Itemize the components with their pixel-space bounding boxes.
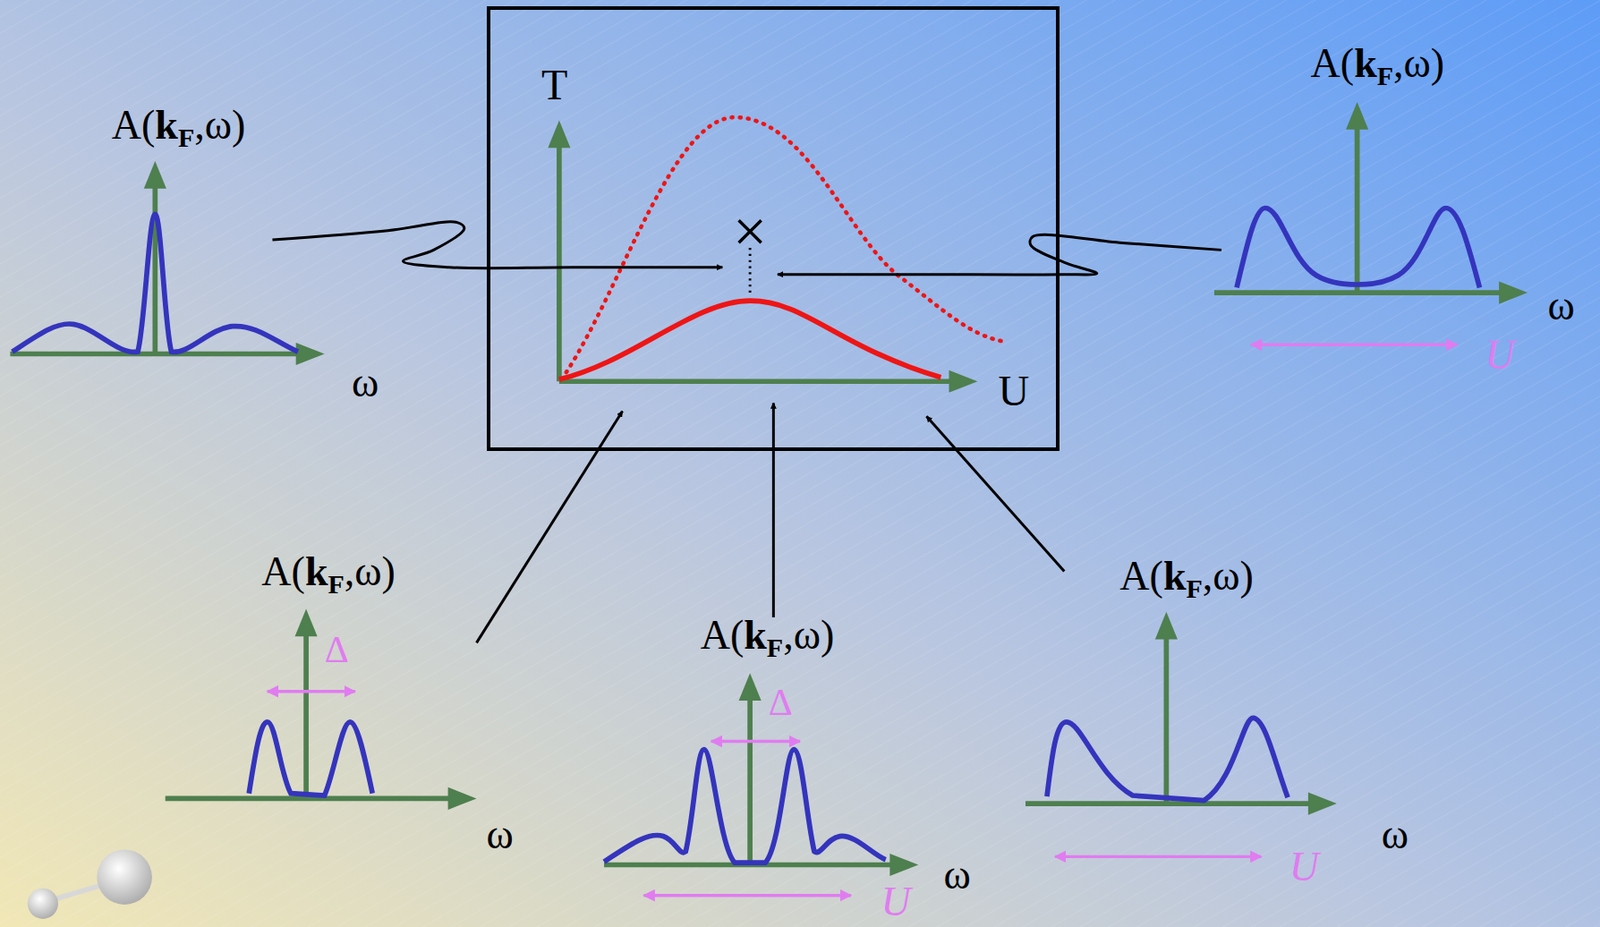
dotted-drop: [748, 247, 752, 294]
interaction-label: U: [1485, 334, 1515, 376]
dotted-curve: [566, 117, 1005, 373]
axis-label: ω: [1548, 285, 1575, 327]
spectral-plot: [9, 161, 324, 366]
gap-label: Δ: [324, 630, 349, 669]
spectral-plot: A(kF,ω)ωU: [1208, 35, 1587, 363]
interaction-label: U: [881, 881, 911, 923]
connector-arrow: [772, 402, 775, 617]
spectral-plot: [1214, 102, 1528, 345]
phase-diagram: [547, 117, 1005, 393]
spectral-plot: A(kF,ω) Uω: [1020, 551, 1423, 888]
axis-label: ω: [1381, 814, 1409, 856]
connector-arrow: [777, 234, 1222, 275]
phase-diagram-box: TU: [486, 6, 1060, 452]
function-label: A(kF,ω): [1119, 555, 1254, 603]
molecule-icon: [27, 849, 153, 920]
spectral-plot: [165, 608, 477, 810]
spectral-plot: [1025, 612, 1337, 858]
spectral-plot: A(kF,ω)Δω: [158, 545, 527, 852]
function-label: A(kF,ω): [261, 551, 396, 598]
axis-label: ω: [943, 854, 971, 896]
function-label: A(kF,ω): [111, 104, 247, 152]
solid-curve: [559, 300, 941, 380]
axis-label: ω: [486, 814, 514, 856]
function-label: A(kF,ω): [1310, 42, 1446, 90]
connector-arrow: [926, 416, 1064, 571]
axis-label: ω: [351, 362, 379, 404]
axis-label: U: [998, 369, 1030, 413]
spectral-plot: A(kF,ω) Δ Uω: [596, 612, 980, 920]
interaction-label: U: [1289, 846, 1320, 888]
spectral-plot: A(kF,ω) ω: [5, 96, 393, 403]
cross-mark: [739, 220, 762, 243]
gap-label: Δ: [768, 683, 793, 722]
function-label: A(kF,ω): [700, 614, 835, 662]
connector-arrow: [272, 221, 723, 269]
connector-arrow: [476, 411, 623, 644]
spectral-plot: [604, 672, 919, 895]
axis-label: T: [541, 63, 568, 107]
